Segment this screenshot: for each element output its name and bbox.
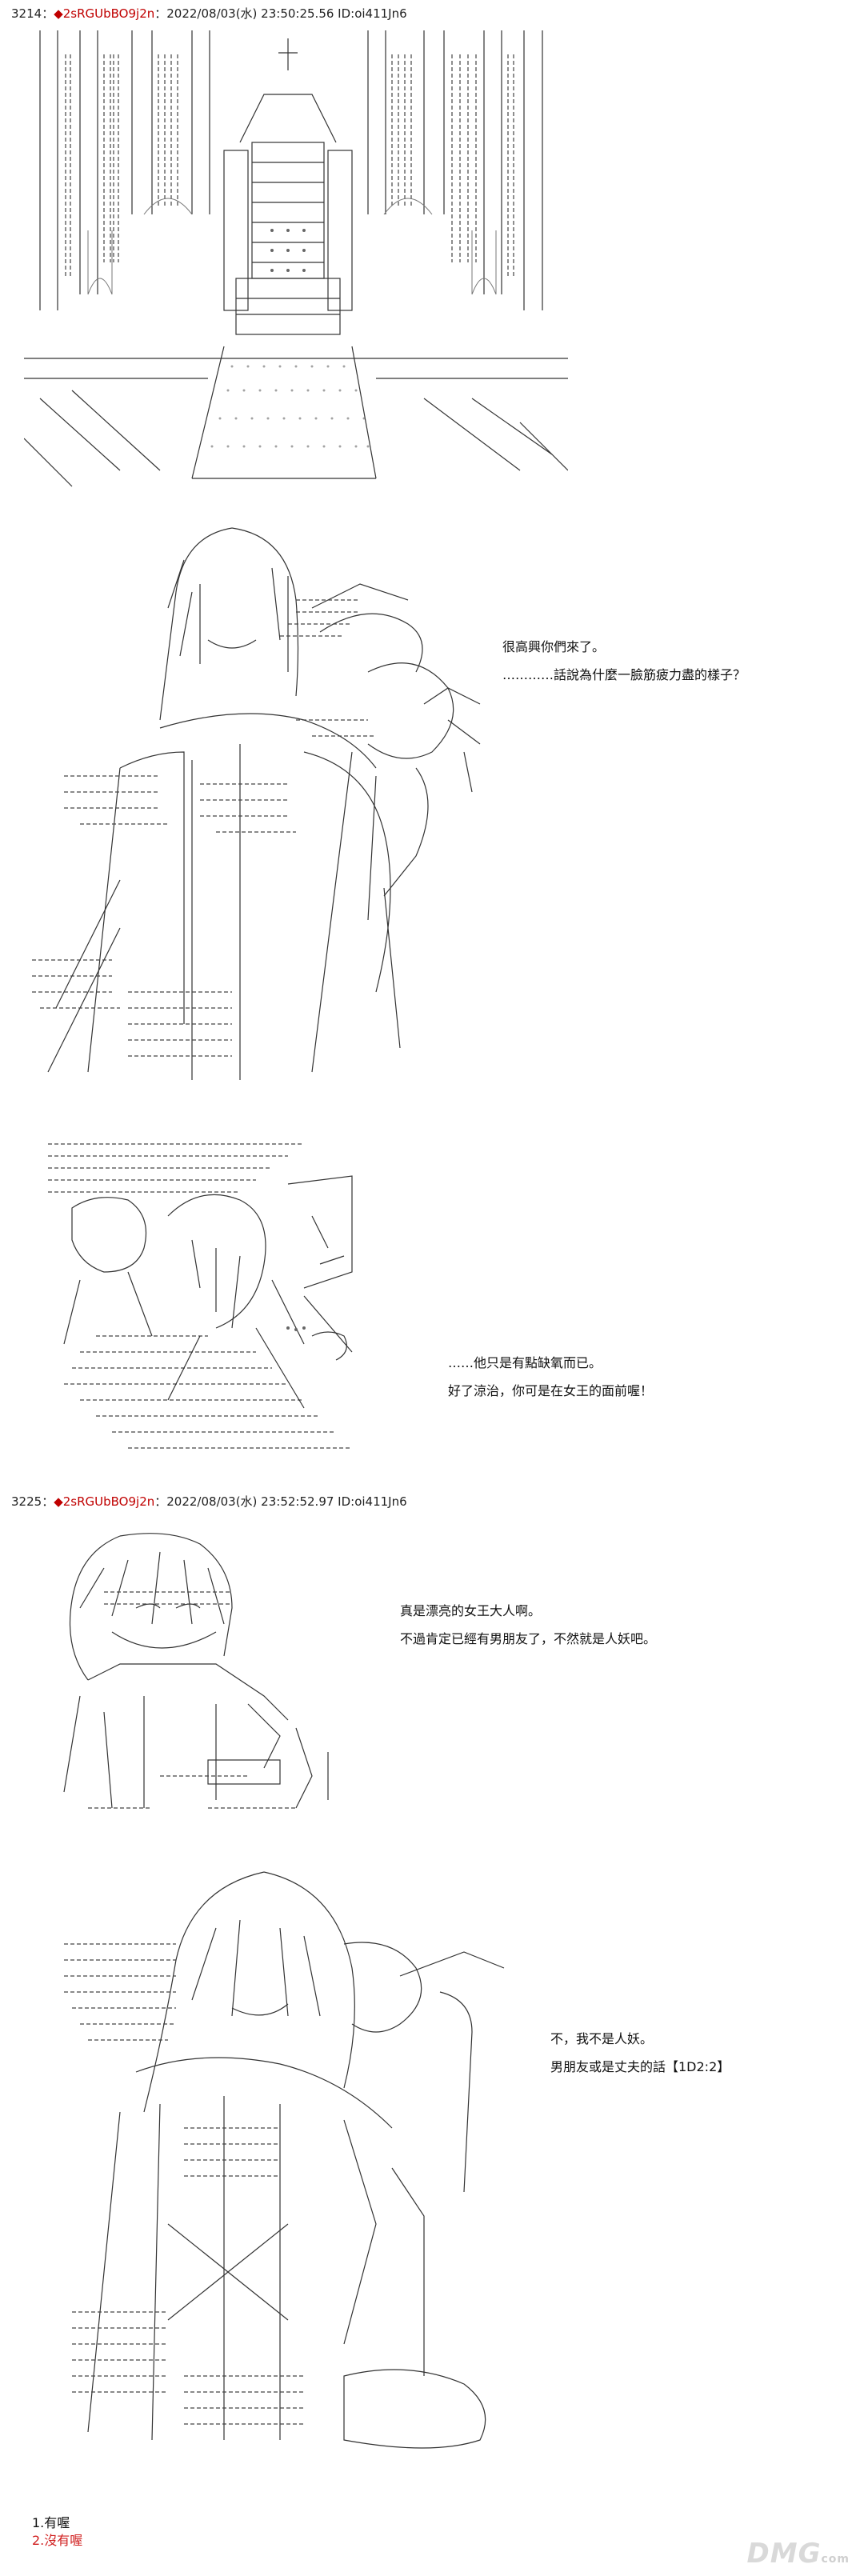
dialog-line: 好了涼治，你可是在女王的面前喔！ bbox=[448, 1383, 654, 1398]
queen-figure-art bbox=[32, 512, 544, 1104]
site-logo: DMGcom bbox=[747, 2538, 850, 2570]
post-header-2: 3225：◆2sRGUbBO9j2n：2022/08/03(水) 23:52:5… bbox=[11, 1493, 407, 1510]
logo-text: DMG bbox=[746, 2538, 822, 2570]
dialog-line: …………話說為什麼一臉筋疲力盡的樣子？ bbox=[502, 667, 746, 682]
dialog-line: 男朋友或是丈夫的話【1D2:2】 bbox=[550, 2059, 730, 2074]
choice-1: 1.有喔 bbox=[32, 2515, 70, 2530]
post-header-1: 3214：◆2sRGUbBO9j2n：2022/08/03(水) 23:50:2… bbox=[11, 5, 407, 22]
post-separator: ： bbox=[42, 1494, 54, 1509]
post-trip[interactable]: ◆2sRGUbBO9j2n bbox=[54, 6, 155, 21]
logo-sub: com bbox=[821, 2553, 850, 2566]
post-trip[interactable]: ◆2sRGUbBO9j2n bbox=[54, 1494, 155, 1509]
companions-art bbox=[48, 1136, 400, 1472]
dialog-line: 很高興你們來了。 bbox=[502, 639, 606, 654]
post-separator: ： bbox=[42, 6, 54, 21]
post-number: 3225 bbox=[11, 1494, 42, 1509]
castle-hall-art bbox=[24, 22, 568, 494]
post-date: ：2022/08/03(水) 23:52:52.97 ID:oi411Jn6 bbox=[154, 1494, 407, 1509]
post-number: 3214 bbox=[11, 6, 42, 21]
dialog-line: 真是漂亮的女王大人啊。 bbox=[400, 1603, 542, 1618]
dialog-line: ……他只是有點缺氧而已。 bbox=[448, 1355, 602, 1370]
dialog-line: 不過肯定已經有男朋友了，不然就是人妖吧。 bbox=[400, 1631, 657, 1646]
queen-response-art bbox=[40, 1864, 536, 2472]
post-date: ：2022/08/03(水) 23:50:25.56 ID:oi411Jn6 bbox=[154, 6, 407, 21]
dialog-line: 不，我不是人妖。 bbox=[550, 2031, 654, 2046]
boy-figure-art bbox=[56, 1520, 392, 1824]
choice-2: 2.沒有喔 bbox=[32, 2533, 83, 2548]
